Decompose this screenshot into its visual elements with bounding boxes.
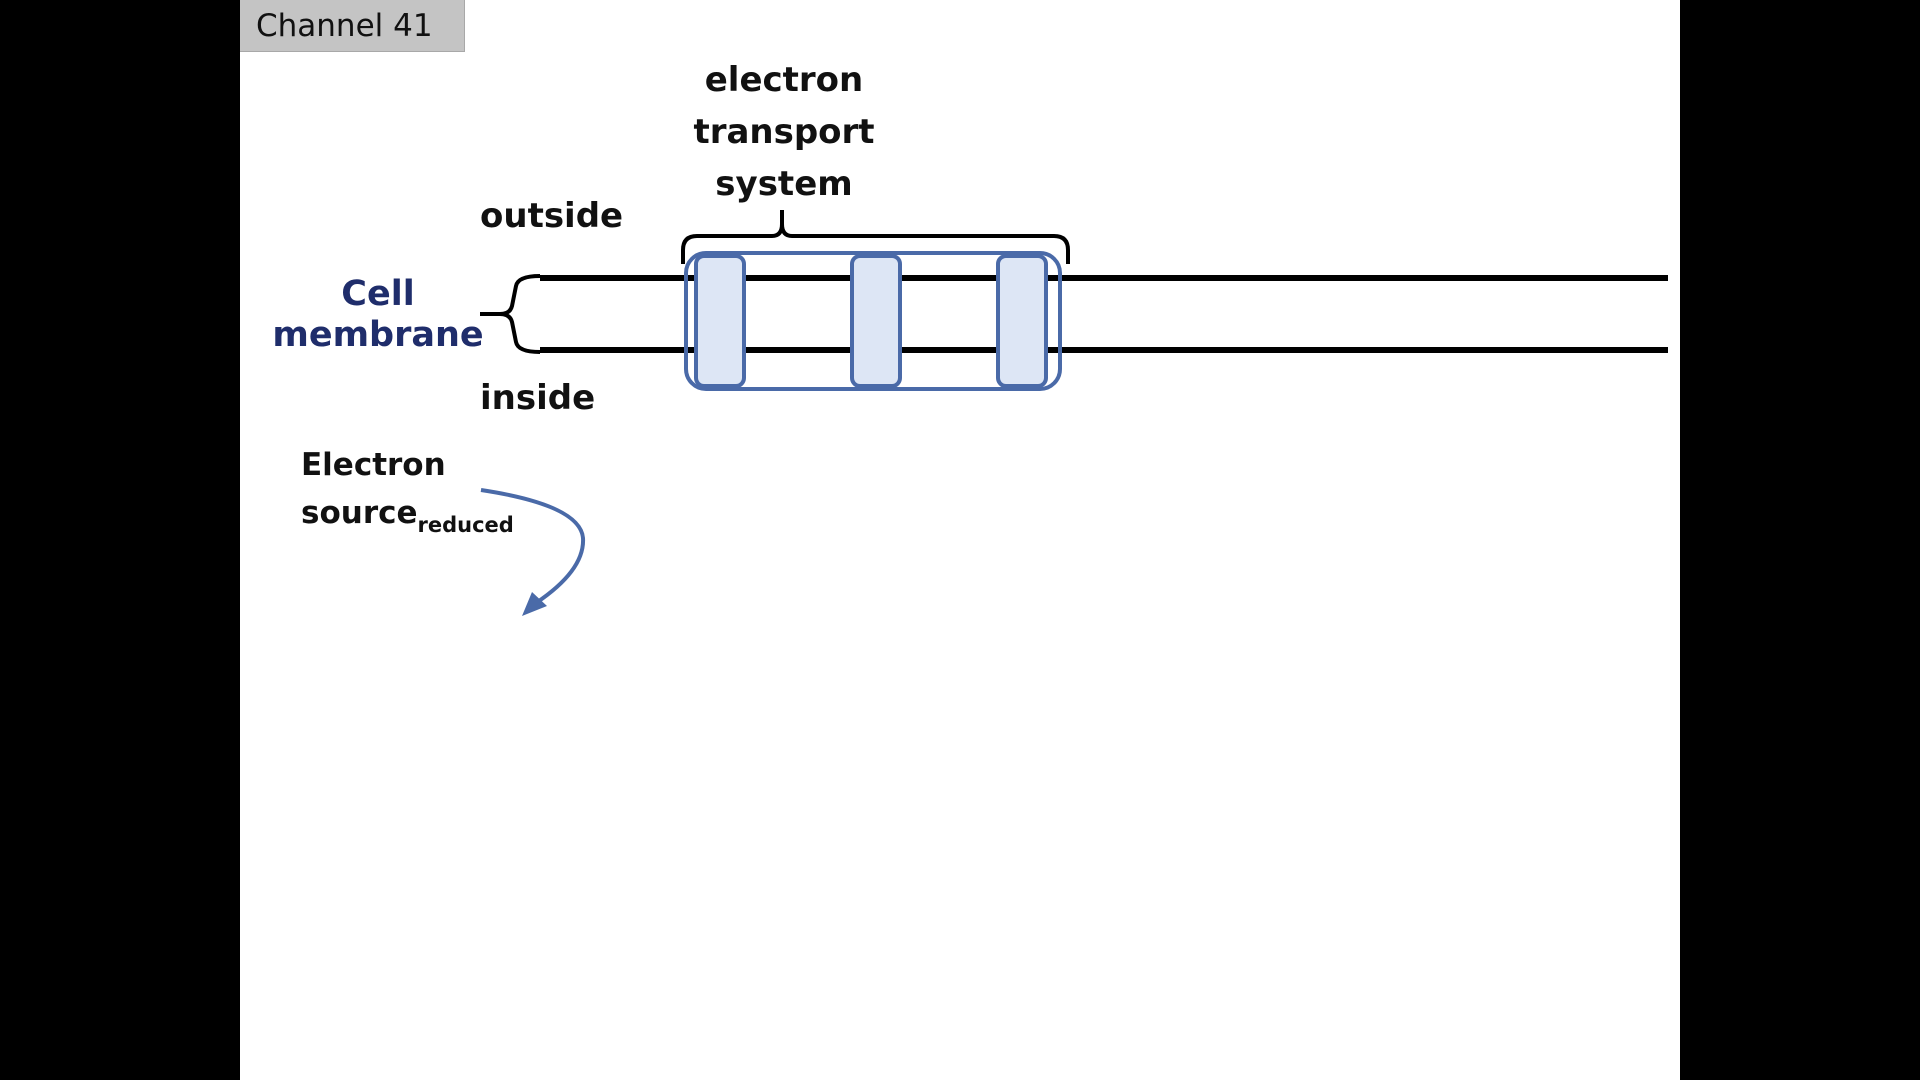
electron-source-subscript: reduced [417, 513, 514, 537]
electron-source-label: Electron sourcereduced [301, 441, 514, 549]
inside-label: inside [480, 378, 596, 418]
slide-canvas [240, 0, 1680, 1080]
channel-badge: Channel 41 [240, 0, 465, 52]
protein-block-3 [996, 254, 1048, 388]
cell-membrane-label: Cell membrane [272, 274, 484, 355]
ets-complex-box [684, 251, 1062, 391]
electron-flow-arrowhead [522, 592, 547, 616]
ets-label: electron transport system [693, 60, 875, 204]
electron-flow-arrow [480, 488, 586, 605]
electron-source-word: source [301, 495, 418, 531]
channel-label: Channel 41 [256, 8, 433, 44]
protein-block-2 [850, 254, 902, 388]
outside-label: outside [480, 196, 624, 236]
ets-brace [681, 210, 1070, 264]
electron-source-line-1: Electron [301, 447, 446, 483]
protein-block-1 [694, 254, 746, 388]
electron-source-line-2: sourcereduced [301, 489, 514, 549]
membrane-brace [480, 274, 541, 354]
